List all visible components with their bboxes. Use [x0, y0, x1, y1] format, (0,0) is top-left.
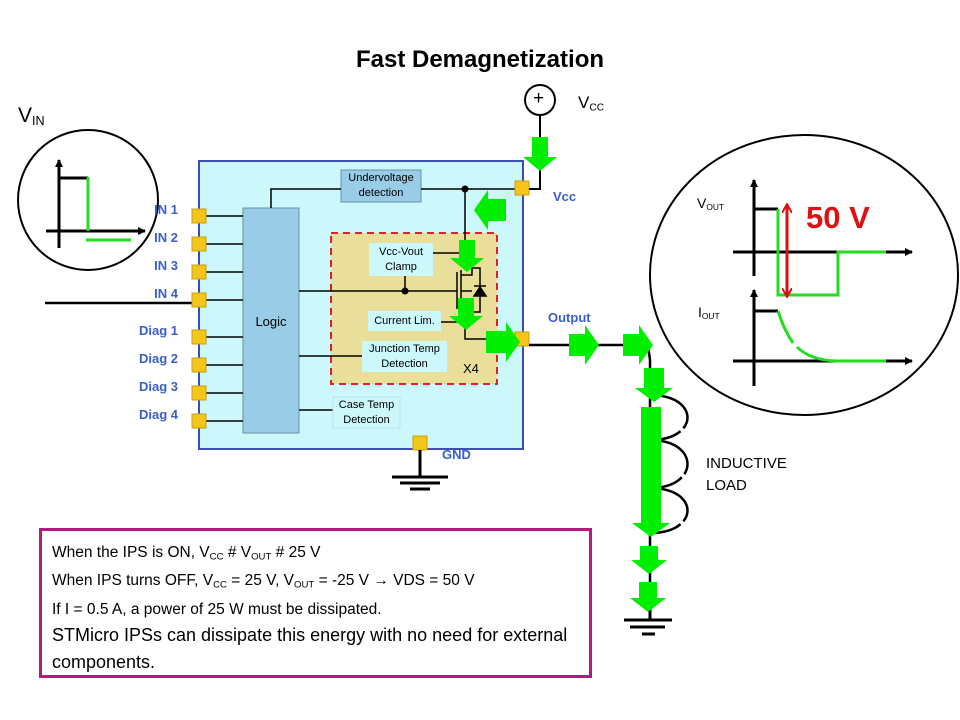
pin-pad-diag3 — [191, 385, 207, 401]
case-temp-block — [332, 396, 401, 429]
vcc-source-plus: + — [533, 88, 545, 109]
vcc-supply-label: VCC — [578, 93, 605, 114]
current-arrow-ground-1 — [631, 546, 667, 574]
gnd-pin-label: GND — [442, 447, 471, 462]
note-line-summary: STMicro IPSs can dissipate this energy w… — [52, 624, 568, 672]
pin-label-diag1: Diag 1 — [138, 323, 178, 338]
vcc-pin-pad — [514, 180, 530, 196]
current-arrow-reverse — [474, 190, 506, 230]
vcc-junction-dot — [461, 185, 469, 193]
pin-label-in4: IN 4 — [154, 286, 178, 301]
x4-multiplier-label: X4 — [463, 361, 479, 376]
pin-label-in1: IN 1 — [154, 202, 178, 217]
logic-label: Logic — [255, 313, 287, 329]
pin-label-diag4: Diag 4 — [138, 407, 178, 422]
current-limit-label: Current Lim. — [374, 314, 435, 327]
output-waveform-circle — [649, 134, 959, 416]
undervoltage-label: Undervoltage detection — [348, 172, 414, 199]
output-pin-label: Output — [548, 310, 591, 325]
current-arrow-vcc-in — [523, 137, 557, 171]
pin-label-diag2: Diag 2 — [138, 351, 178, 366]
current-arrow-source — [449, 298, 483, 330]
vds-annotation: 50 V — [806, 200, 870, 235]
logic-to-uv-wire — [270, 188, 341, 208]
output-waveform — [649, 134, 959, 416]
slide-title: Fast Demagnetization — [355, 46, 605, 73]
pin-label-diag3: Diag 3 — [138, 379, 178, 394]
chip-ground-icon — [392, 450, 448, 491]
vout-trace — [776, 209, 886, 297]
pin-pad-diag1 — [191, 329, 207, 345]
explanation-note: When the IPS is ON, VCC # VOUT # 25 V Wh… — [39, 528, 592, 678]
case-temp-label: Case Temp Detection — [338, 398, 395, 426]
note-line-on: When the IPS is ON, VCC # VOUT # 25 V — [52, 544, 321, 563]
current-arrow-load-in — [635, 368, 673, 402]
pin-pad-in2 — [191, 236, 207, 252]
pin-pad-in1 — [191, 208, 207, 224]
body-diode-icon — [472, 285, 488, 297]
vout-label: VOUT — [697, 195, 725, 213]
pin-pad-diag4 — [191, 413, 207, 429]
note-line-power: If I = 0.5 A, a power of 25 W must be di… — [52, 600, 382, 618]
note-line-off: When IPS turns OFF, VCC = 25 V, VOUT = -… — [52, 572, 475, 591]
logic-block — [242, 207, 300, 434]
inductor-icon — [649, 393, 689, 535]
clamp-label: Vcc-Vout Clamp — [378, 245, 424, 273]
input-waveform — [17, 129, 159, 271]
current-arrow-load — [632, 407, 670, 537]
gate-junction-dot — [401, 287, 409, 295]
iout-decay-trace — [776, 310, 795, 344]
gnd-pin-pad — [412, 435, 428, 451]
pin-label-in2: IN 2 — [154, 230, 178, 245]
current-arrow-ground-2 — [630, 582, 666, 612]
pin-pad-in4 — [191, 292, 207, 308]
junction-temp-block — [362, 341, 447, 372]
current-arrow-output-3 — [623, 325, 653, 365]
pin-label-in3: IN 3 — [154, 258, 178, 273]
clamp-block — [369, 243, 433, 276]
current-limit-block — [368, 311, 441, 331]
vcc-pin-label: Vcc — [553, 189, 577, 204]
inductive-load-label: INDUCTIVE LOAD — [706, 455, 787, 494]
current-arrow-clamp — [450, 240, 484, 272]
pin-pad-in3 — [191, 264, 207, 280]
vin-label: VIN — [18, 104, 45, 129]
iout-decay-trace-2 — [795, 345, 886, 363]
current-arrow-output — [486, 322, 520, 362]
current-arrow-output-2 — [569, 325, 599, 365]
iout-label: IOUT — [698, 304, 720, 322]
undervoltage-block — [340, 169, 422, 203]
junction-temp-label: Junction Temp Detection — [369, 342, 440, 370]
pin-pad-diag2 — [191, 357, 207, 373]
